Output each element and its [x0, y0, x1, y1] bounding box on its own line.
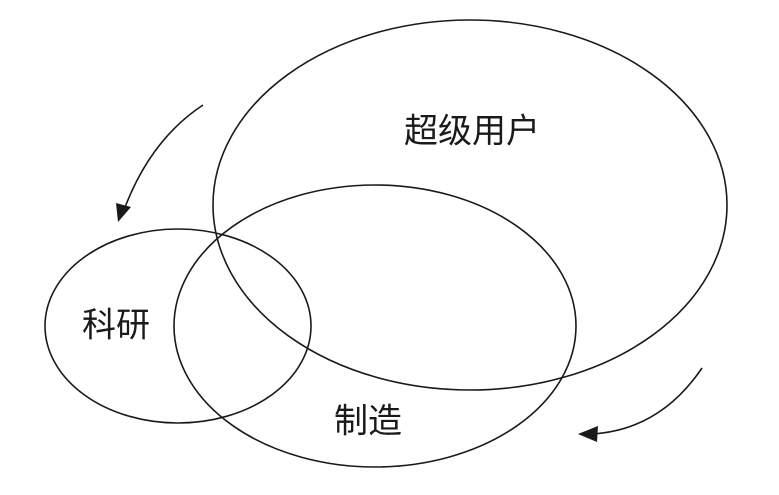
- research-label: 科研: [82, 306, 150, 346]
- top-left-arrow-head: [116, 203, 131, 222]
- manufacturing-ellipse: [173, 184, 577, 468]
- super-user-ellipse: [212, 19, 728, 391]
- research-ellipse: [44, 228, 312, 424]
- bottom-right-curved-arrow: [591, 367, 703, 435]
- manufacturing-label: 制造: [334, 402, 402, 442]
- bottom-right-arrow-head: [578, 426, 598, 442]
- top-left-curved-arrow: [123, 104, 204, 211]
- super-user-label: 超级用户: [404, 112, 540, 152]
